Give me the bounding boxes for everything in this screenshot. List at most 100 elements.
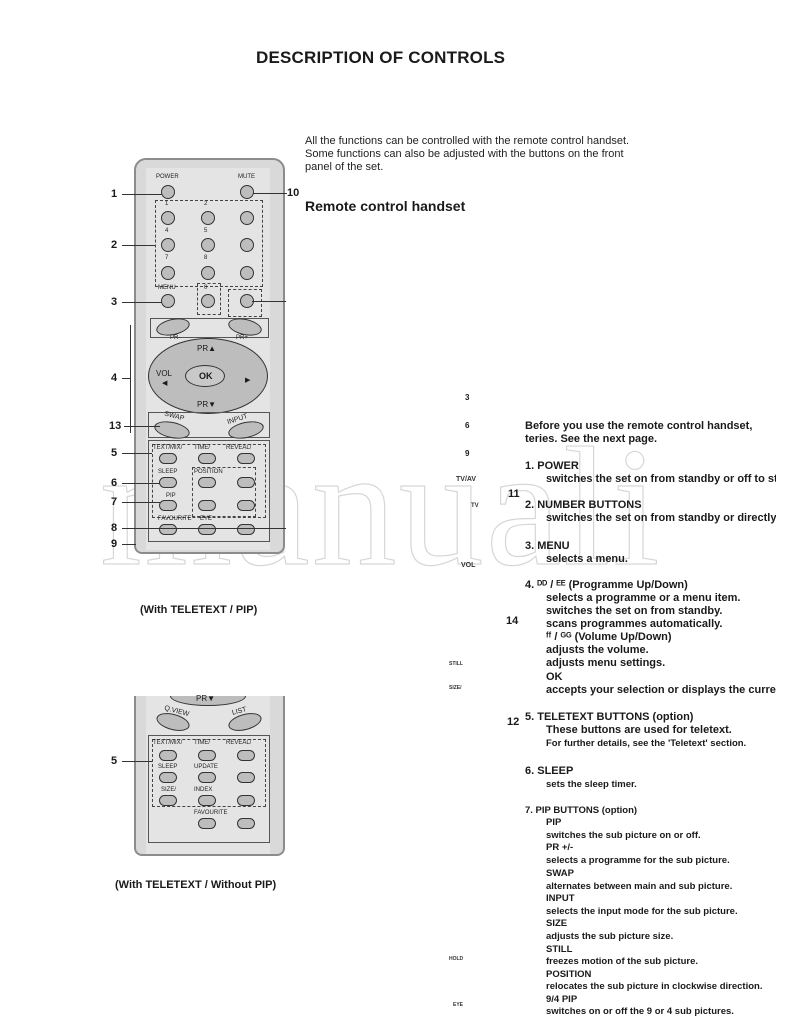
- mid-label: TV/AV: [456, 476, 477, 483]
- sleep-button[interactable]: [159, 477, 177, 488]
- item-text: These buttons are used for teletext.: [546, 724, 732, 736]
- position-button[interactable]: [198, 477, 216, 488]
- item-text: switches the set on from standby or dire…: [546, 512, 776, 524]
- callout-6: 6: [111, 477, 118, 489]
- item-heading: OK: [546, 671, 563, 683]
- eye-button[interactable]: [237, 818, 255, 829]
- pr-plus-label: PR+: [236, 335, 248, 341]
- pip-item-text: relocates the sub picture in clockwise d…: [546, 981, 763, 992]
- ok-label: OK: [199, 371, 213, 381]
- pip-item-heading: PR +/-: [546, 842, 574, 853]
- favourite-label: FAVOURITE: [158, 516, 192, 522]
- digit-6-button[interactable]: [240, 238, 254, 252]
- item-text: selects a menu.: [546, 553, 628, 565]
- pip-item-heading: SIZE: [546, 918, 568, 929]
- reveal-button[interactable]: [237, 453, 255, 464]
- callout-2: 2: [111, 239, 118, 251]
- sleep-label: SLEEP: [158, 469, 178, 475]
- mid-label: 11: [508, 488, 520, 500]
- callout-9: 9: [111, 538, 118, 550]
- index-label: INDEX: [194, 787, 213, 793]
- mid-label: 12: [507, 716, 520, 728]
- teletext-panel: [148, 735, 270, 843]
- digit-8-button[interactable]: [201, 266, 215, 280]
- pr-panel: [150, 318, 269, 338]
- pip-item-text: switches the sub picture on or off.: [546, 830, 701, 841]
- pip-button[interactable]: [159, 500, 177, 511]
- plus-button[interactable]: [237, 795, 255, 806]
- item-note: For further details, see the 'Teletext' …: [546, 738, 747, 749]
- item-heading: 6. SLEEP: [525, 765, 574, 777]
- size-button[interactable]: [198, 500, 216, 511]
- time-label: TIME/: [194, 445, 210, 451]
- digit-9-button[interactable]: [240, 266, 254, 280]
- hold-button[interactable]: [237, 772, 255, 783]
- time-button[interactable]: [198, 453, 216, 464]
- crop-mask: [130, 680, 290, 696]
- pip-item-heading: 9/4 PIP: [546, 994, 578, 1005]
- intro-note: Before you use the remote control handse…: [525, 420, 755, 432]
- item-heading: 1. POWER: [525, 460, 579, 472]
- item-heading: 4. ᴰᴰ / ᴱᴱ (Programme Up/Down): [525, 579, 688, 591]
- mid-label: EYE: [453, 1002, 464, 1008]
- size-button[interactable]: [159, 795, 177, 806]
- teletext-outline: [228, 289, 262, 317]
- digit-5-button[interactable]: [201, 238, 215, 252]
- callout-4: 4: [111, 372, 118, 384]
- callout-5: 5: [111, 447, 118, 459]
- reveal-button[interactable]: [237, 750, 255, 761]
- update-button[interactable]: [198, 772, 216, 783]
- digit-7-button[interactable]: [161, 266, 175, 280]
- size-label: SIZE/: [161, 787, 177, 793]
- menu-button[interactable]: [161, 294, 175, 308]
- text-mix-button[interactable]: [159, 750, 177, 761]
- pip-item-text: freezes motion of the sub picture.: [546, 956, 699, 967]
- digit-label: 5: [204, 228, 208, 234]
- ok-button[interactable]: [185, 365, 225, 387]
- time-button[interactable]: [198, 750, 216, 761]
- digit-1-button[interactable]: [161, 211, 175, 225]
- vol-up-icon[interactable]: ▶: [245, 377, 251, 384]
- zero-outline: [197, 283, 221, 315]
- favourite-button[interactable]: [198, 818, 216, 829]
- hold-button[interactable]: [237, 477, 255, 488]
- sleep-label: SLEEP: [158, 764, 178, 770]
- reveal-label: REVEAL/: [226, 740, 252, 746]
- item-text: switches the set on from standby.: [546, 605, 723, 617]
- leader-line: [122, 761, 152, 762]
- textmix-label: TEXT/MIX/: [153, 740, 183, 746]
- pip-item-text: alternates between main and sub picture.: [546, 881, 733, 892]
- callout-8: 8: [111, 522, 118, 534]
- text-mix-button[interactable]: [159, 453, 177, 464]
- teletext-buttons-outline: [152, 444, 266, 518]
- pip-buttons-outline: [192, 467, 256, 517]
- item-text: accepts your selection or displays the c…: [546, 684, 776, 696]
- pip-label: PIP: [166, 493, 176, 499]
- favourite-button[interactable]: [159, 524, 177, 535]
- eye-button[interactable]: [198, 524, 216, 535]
- leader-line: [122, 483, 160, 484]
- textmix-label: TEXT/MIX/: [153, 445, 183, 451]
- power-button[interactable]: [161, 185, 175, 199]
- leader-line: [124, 426, 160, 427]
- caption-with-pip: (With TELETEXT / PIP): [140, 604, 258, 616]
- plus-button[interactable]: [237, 524, 255, 535]
- position-label: POSITION: [194, 469, 223, 475]
- eye-label: EYE: [200, 516, 213, 522]
- pip-item-heading: POSITION: [546, 969, 592, 980]
- digit-2-button[interactable]: [201, 211, 215, 225]
- index-button[interactable]: [237, 500, 255, 511]
- reveal-label: REVEAL/: [226, 445, 252, 451]
- leader-line: [122, 245, 155, 246]
- vol-down-icon[interactable]: ◀: [162, 380, 168, 387]
- digit-3-button[interactable]: [240, 211, 254, 225]
- mute-button[interactable]: [240, 185, 254, 199]
- index-button[interactable]: [198, 795, 216, 806]
- leader-line: [122, 528, 286, 529]
- caption-without-pip: (With TELETEXT / Without PIP): [115, 879, 277, 891]
- callout-1: 1: [111, 188, 118, 200]
- digit-4-button[interactable]: [161, 238, 175, 252]
- sleep-button[interactable]: [159, 772, 177, 783]
- callout-10: 10: [287, 187, 300, 199]
- digit-0-button[interactable]: [201, 294, 215, 308]
